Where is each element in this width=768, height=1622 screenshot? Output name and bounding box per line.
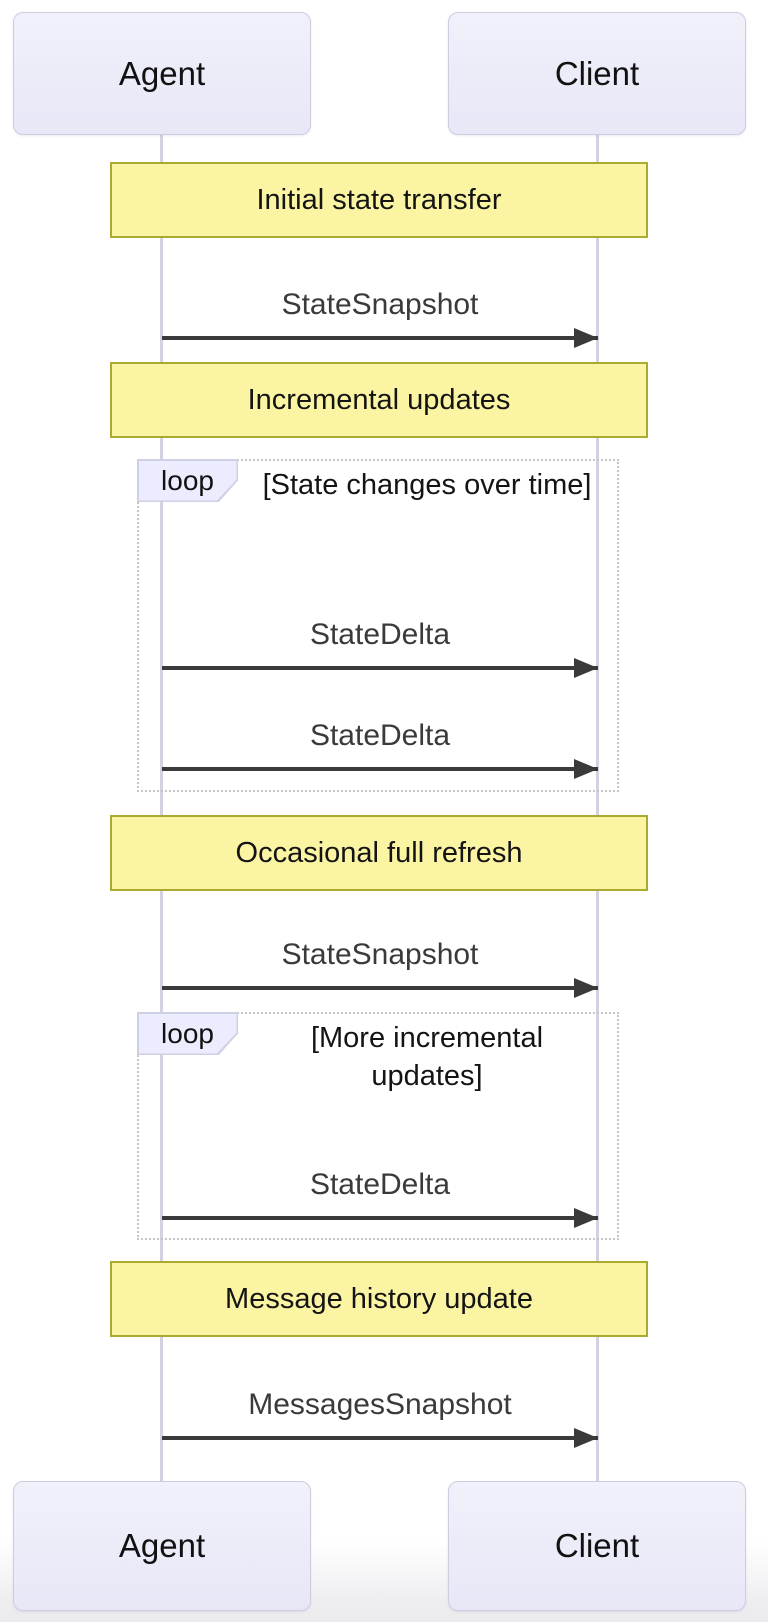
message-label: StateSnapshot bbox=[281, 288, 479, 321]
loop-frame-state-changes: loop [State changes over time] bbox=[137, 459, 619, 792]
note-label: Initial state transfer bbox=[256, 183, 502, 216]
note-incremental-updates: Incremental updates bbox=[110, 362, 648, 438]
loop-condition: [State changes over time] bbox=[262, 469, 592, 501]
message-statedelta-1: StateDelta bbox=[162, 618, 598, 678]
arrowhead-icon bbox=[574, 759, 598, 779]
actor-label: Client bbox=[554, 54, 640, 92]
loop-tag-label: loop bbox=[138, 460, 237, 501]
lifeline-client bbox=[596, 133, 599, 1481]
actor-box-client-bottom: Client bbox=[448, 1481, 746, 1611]
arrowhead-icon bbox=[574, 978, 598, 998]
message-label: StateDelta bbox=[309, 618, 451, 651]
message-label: StateSnapshot bbox=[281, 938, 479, 971]
message-arrow bbox=[162, 1208, 598, 1228]
note-initial-state-transfer: Initial state transfer bbox=[110, 162, 648, 238]
message-label: MessagesSnapshot bbox=[248, 1388, 512, 1421]
arrowhead-icon bbox=[574, 1428, 598, 1448]
arrowhead-icon bbox=[574, 1208, 598, 1228]
actor-box-agent-bottom: Agent bbox=[13, 1481, 311, 1611]
actor-box-client-top: Client bbox=[448, 12, 746, 135]
note-label: Incremental updates bbox=[247, 383, 511, 416]
message-statesnapshot-1: StateSnapshot bbox=[162, 288, 598, 348]
loop-condition: [More incremental updates] bbox=[310, 1022, 544, 1092]
loop-frame-more-updates: loop [More incremental updates] bbox=[137, 1012, 619, 1240]
arrowhead-icon bbox=[574, 658, 598, 678]
loop-tag-label: loop bbox=[138, 1013, 237, 1054]
message-messagessnapshot: MessagesSnapshot bbox=[162, 1388, 598, 1448]
note-message-history-update: Message history update bbox=[110, 1261, 648, 1337]
message-arrow bbox=[162, 759, 598, 779]
lifeline-agent bbox=[160, 133, 163, 1481]
message-statedelta-2: StateDelta bbox=[162, 719, 598, 779]
message-arrow bbox=[162, 978, 598, 998]
actor-box-agent-top: Agent bbox=[13, 12, 311, 135]
arrowhead-icon bbox=[574, 328, 598, 348]
message-arrow bbox=[162, 1428, 598, 1448]
message-arrow bbox=[162, 658, 598, 678]
message-arrow bbox=[162, 328, 598, 348]
message-label: StateDelta bbox=[309, 719, 451, 752]
actor-label: Agent bbox=[118, 1527, 206, 1564]
loop-tag: loop bbox=[137, 459, 238, 502]
message-label: StateDelta bbox=[309, 1168, 451, 1201]
message-statesnapshot-2: StateSnapshot bbox=[162, 938, 598, 998]
actor-label: Client bbox=[554, 1527, 640, 1564]
note-occasional-full-refresh: Occasional full refresh bbox=[110, 815, 648, 891]
actor-label: Agent bbox=[118, 54, 206, 92]
message-statedelta-3: StateDelta bbox=[162, 1168, 598, 1228]
note-label: Message history update bbox=[225, 1282, 533, 1315]
note-label: Occasional full refresh bbox=[235, 836, 523, 869]
loop-tag: loop bbox=[137, 1012, 238, 1055]
